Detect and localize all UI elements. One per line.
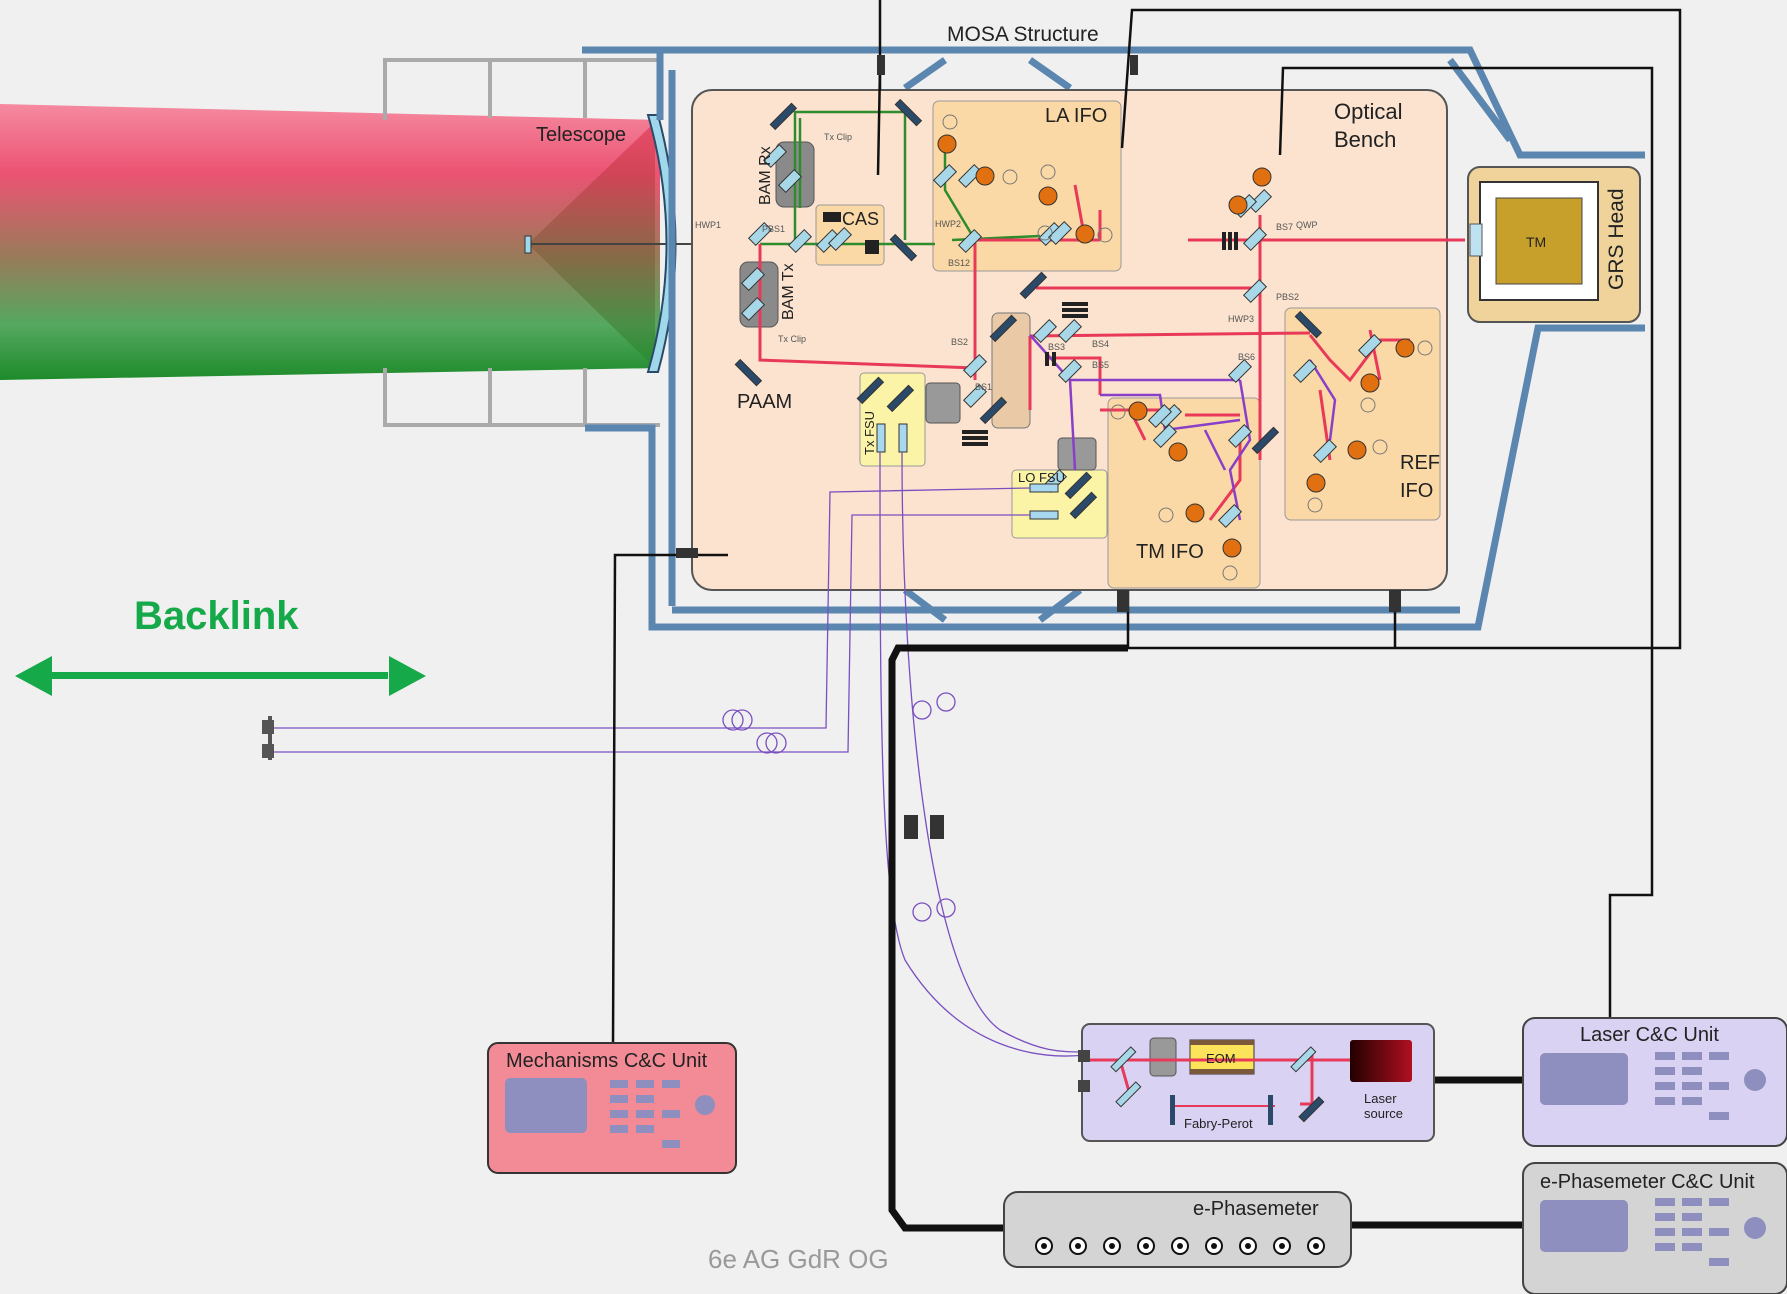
- bs4-label: BS4: [1092, 339, 1109, 349]
- bs1-label: BS1: [975, 382, 992, 392]
- optical-bench-label-1: Optical: [1334, 99, 1402, 124]
- backlink-label: Backlink: [134, 594, 299, 638]
- hwp1-label: HWP1: [695, 220, 721, 230]
- e-phasemeter-label: e-Phasemeter: [1193, 1198, 1319, 1220]
- fabry-perot-label: Fabry-Perot: [1184, 1116, 1253, 1131]
- optical-bench-label-2: Bench: [1334, 127, 1396, 152]
- laser-bench: [1078, 1024, 1434, 1141]
- ref-ifo-label-2: IFO: [1400, 480, 1433, 502]
- pbs1-label: PBS1: [762, 224, 785, 234]
- bam-rx-label: BAM Rx: [757, 146, 774, 205]
- hwp2-label: HWP2: [935, 219, 961, 229]
- tm-ifo-label: TM IFO: [1136, 541, 1204, 563]
- backlink-connectors: [262, 716, 274, 760]
- ref-ifo-label-1: REF: [1400, 452, 1440, 474]
- cas-label: CAS: [842, 209, 879, 229]
- pbs2-label: PBS2: [1276, 292, 1299, 302]
- qwp-label: QWP: [1296, 220, 1318, 230]
- telescope-label: Telescope: [536, 124, 626, 146]
- eom-label: EOM: [1206, 1051, 1236, 1066]
- mechanisms-cc-unit-label: Mechanisms C&C Unit: [506, 1050, 708, 1072]
- bs7-label: BS7: [1276, 222, 1293, 232]
- bs3-label: BS3: [1048, 342, 1065, 352]
- telescope-beam: [0, 104, 760, 380]
- bs2-label: BS2: [951, 337, 968, 347]
- footer-label: 6e AG GdR OG: [708, 1244, 889, 1274]
- bs12-label: BS12: [948, 258, 970, 268]
- bs6-label: BS6: [1238, 352, 1255, 362]
- paam-label: PAAM: [737, 391, 792, 413]
- laser-source-label-1: Laser: [1364, 1091, 1397, 1106]
- laser-source-label-2: source: [1364, 1106, 1403, 1121]
- mosa-structure-label: MOSA Structure: [947, 23, 1099, 46]
- tm-label: TM: [1526, 234, 1546, 250]
- lo-fsu-modulator: [1058, 438, 1096, 470]
- bam-tx-label: BAM Tx: [780, 263, 797, 320]
- laser-cc-unit-label: Laser C&C Unit: [1580, 1024, 1719, 1046]
- tx-fsu-label: Tx FSU: [862, 411, 877, 455]
- grs-window: [1470, 224, 1482, 256]
- tx-clip-label-2: Tx Clip: [824, 132, 852, 142]
- hwp3-label: HWP3: [1228, 314, 1254, 324]
- grs-head-label: GRS Head: [1605, 188, 1628, 290]
- tx-clip-label: Tx Clip: [778, 334, 806, 344]
- modulator-box: [926, 383, 960, 423]
- phasemeter-cc-unit-label: e-Phasemeter C&C Unit: [1540, 1171, 1755, 1193]
- lo-fsu-label: LO FSU: [1018, 470, 1065, 485]
- backlink-arrow: [15, 656, 426, 696]
- la-ifo-label: LA IFO: [1045, 105, 1107, 127]
- bs5-label: BS5: [1092, 360, 1109, 370]
